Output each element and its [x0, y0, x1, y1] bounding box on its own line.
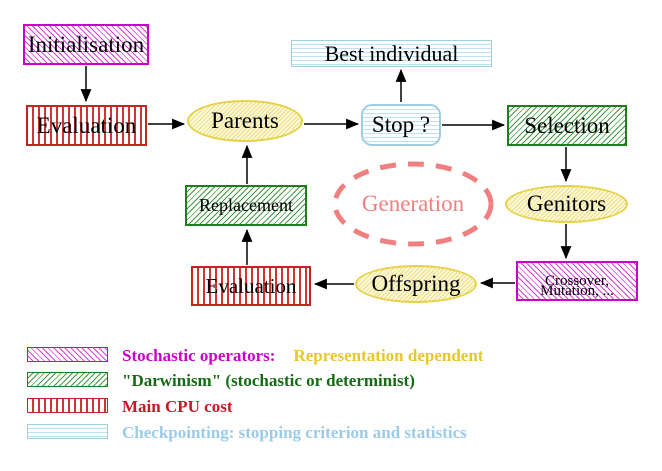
node-initialisation-label: Initialisation	[27, 31, 145, 57]
legend-text-main-cpu-cost: Main CPU cost	[122, 397, 233, 416]
node-generation-label: Generation	[361, 191, 465, 216]
legend-label-stochastic-operators: Stochastic operators: Representation depe…	[122, 346, 483, 366]
node-crossover-label-line2: Mutation, ...	[540, 283, 614, 299]
node-stop: Stop ?	[361, 104, 441, 146]
legend-text-darwinism: "Darwinism" (stochastic or determinist)	[122, 371, 415, 390]
node-generation: Generation	[333, 190, 493, 218]
legend-label-main-cpu-cost: Main CPU cost	[122, 397, 232, 417]
node-best-individual: Best individual	[291, 40, 492, 67]
legend-label-darwinism: "Darwinism" (stochastic or determinist)	[122, 371, 415, 391]
legend-swatch-darwinism	[27, 372, 108, 387]
node-evaluation-bottom: Evaluation	[191, 266, 311, 306]
node-best-individual-label: Best individual	[324, 40, 459, 66]
legend-swatch-stochastic-operators	[27, 347, 108, 362]
node-replacement-label: Replacement	[199, 195, 293, 215]
legend-swatch-checkpointing	[27, 424, 108, 439]
node-parents: Parents	[187, 100, 303, 142]
node-offspring-label: Offspring	[371, 271, 461, 296]
node-parents-label: Parents	[211, 108, 279, 133]
node-initialisation: Initialisation	[23, 24, 149, 65]
node-selection-label: Selection	[524, 112, 610, 138]
node-evaluation-top-label: Evaluation	[36, 112, 137, 138]
node-crossover-mutation: Crossover, Mutation, ...	[516, 261, 638, 301]
node-replacement: Replacement	[185, 185, 307, 226]
node-stop-label: Stop ?	[371, 112, 431, 137]
node-selection: Selection	[507, 105, 627, 146]
node-evaluation-top: Evaluation	[26, 105, 147, 146]
legend-swatch-main-cpu-cost	[27, 398, 108, 413]
legend-label-checkpointing: Checkpointing: stopping criterion and st…	[122, 423, 467, 443]
legend-text-stochastic-operators: Stochastic operators:	[122, 346, 276, 365]
legend-text-checkpointing: Checkpointing: stopping criterion and st…	[122, 423, 467, 442]
node-genitors-label: Genitors	[526, 191, 607, 216]
node-evaluation-bottom-label: Evaluation	[205, 273, 297, 298]
node-crossover-label-line1: Crossover,	[545, 273, 609, 289]
legend-text-representation-dependent: Representation dependent	[293, 346, 484, 365]
node-genitors: Genitors	[505, 185, 628, 223]
node-offspring: Offspring	[355, 265, 477, 303]
